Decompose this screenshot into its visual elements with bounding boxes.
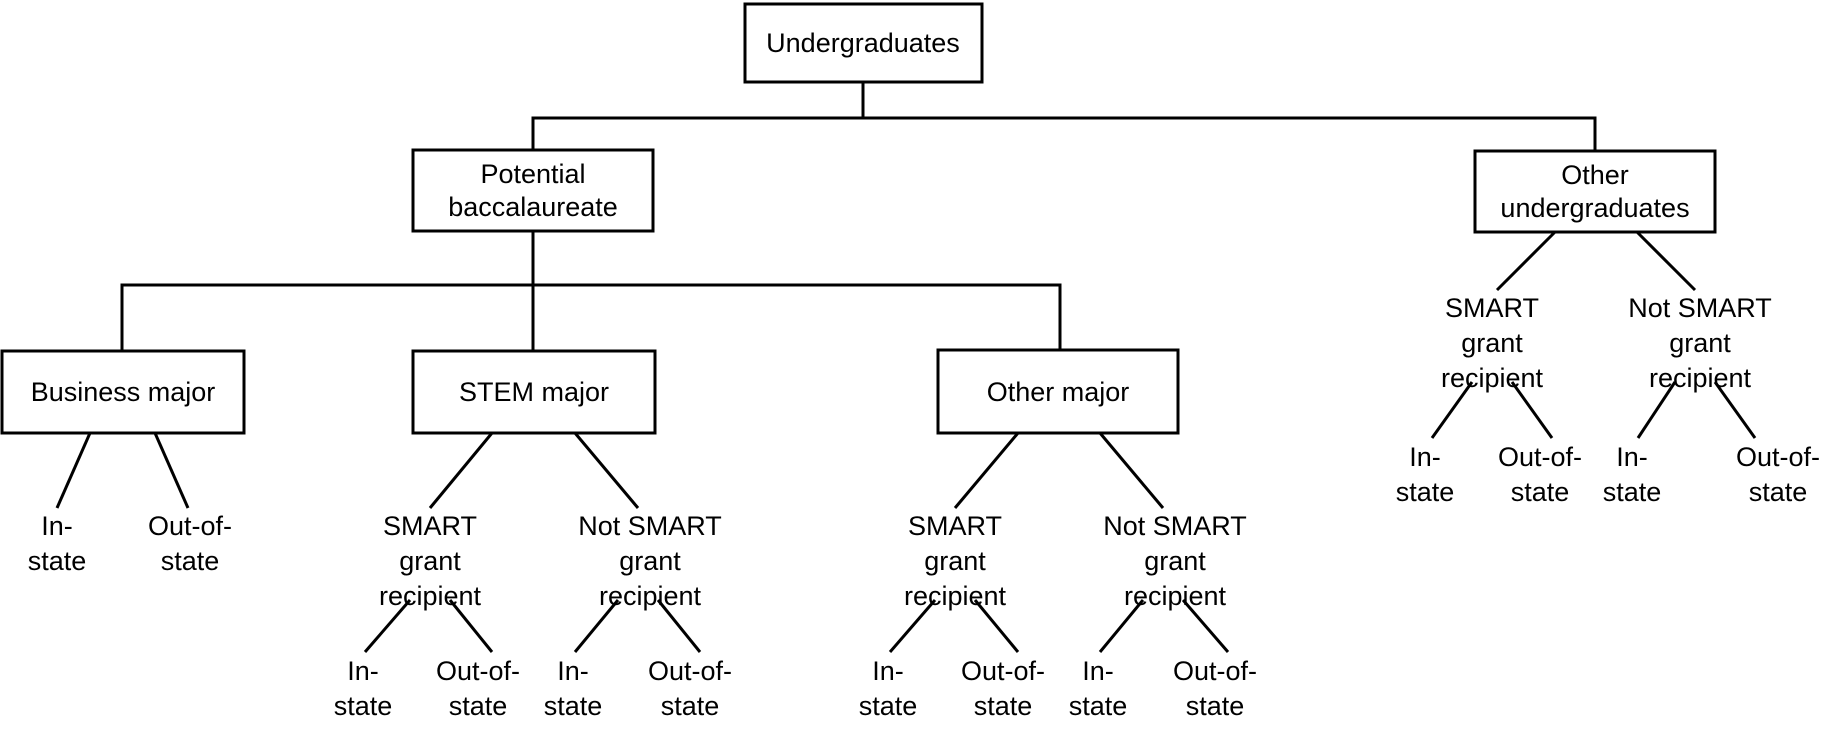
leaf-otherug-smart-in-state-line1: In- (1409, 442, 1441, 472)
leaf-othermajor-smart-in-state-line1: In- (872, 656, 904, 686)
label-stem-smart-line2: grant (399, 546, 461, 576)
node-box-other-undergraduates[interactable] (1473, 149, 1717, 234)
label-otherug-smart-line2: grant (1461, 328, 1523, 358)
leaf-business-in-state-line1: In- (41, 511, 73, 541)
edge-othermajor-to-smart (953, 432, 1020, 509)
label-stem-not-smart-line3: recipient (599, 581, 702, 611)
leaf-otherug-notsmart-out-of-state-line1: Out-of- (1736, 442, 1820, 472)
leaf-otherug-smart-out-of-state-line1: Out-of- (1498, 442, 1582, 472)
label-otherug-smart-line1: SMART (1445, 293, 1539, 323)
leaf-othermajor-smart-out-of-state-line1: Out-of- (961, 656, 1045, 686)
label-potential-baccalaureate-line1: Potential (480, 159, 585, 189)
edge-stem-to-smart (428, 432, 494, 509)
node-box-business-major[interactable] (0, 349, 246, 435)
node-box-undergraduates[interactable] (743, 2, 984, 84)
edge-otherug-notsmart-to-in-state (1636, 381, 1677, 439)
label-stem-not-smart-line1: Not SMART (578, 511, 722, 541)
label-othermajor-smart-line1: SMART (908, 511, 1002, 541)
label-othermajor-not-smart-line3: recipient (1124, 581, 1227, 611)
leaf-othermajor-notsmart-in-state-line1: In- (1082, 656, 1114, 686)
edge-stem-smart-to-in-state (363, 599, 412, 653)
leaf-stem-smart-in-state-line2: state (334, 691, 393, 721)
leaf-otherug-notsmart-in-state-line2: state (1603, 477, 1662, 507)
leaf-business-in-state-line2: state (28, 546, 87, 576)
label-stem-smart-line1: SMART (383, 511, 477, 541)
leaf-othermajor-smart-out-of-state-line2: state (974, 691, 1033, 721)
edge-othermajor-to-not-smart (1098, 432, 1165, 509)
label-otherug-smart-line3: recipient (1441, 363, 1544, 393)
leaf-stem-notsmart-in-state-line1: In- (557, 656, 589, 686)
label-otherug-not-smart-line3: recipient (1649, 363, 1752, 393)
edge-stem-notsmart-to-out-of-state (656, 599, 702, 653)
label-otherug-not-smart-line2: grant (1669, 328, 1731, 358)
label-stem-not-smart-line2: grant (619, 546, 681, 576)
leaf-stem-notsmart-out-of-state-line1: Out-of- (648, 656, 732, 686)
label-othermajor-smart-line3: recipient (904, 581, 1007, 611)
node-box-stem-major[interactable] (411, 349, 657, 435)
label-undergraduates: Undergraduates (766, 28, 960, 58)
edge-otherug-smart-to-out-of-state (1510, 381, 1554, 439)
label-potential-baccalaureate-line2: baccalaureate (448, 192, 618, 222)
label-stem-major: STEM major (459, 377, 609, 407)
edge-othermajor-notsmart-to-in-state (1098, 599, 1145, 653)
node-box-potential-baccalaureate[interactable] (411, 148, 655, 233)
leaf-otherug-smart-out-of-state-line2: state (1511, 477, 1570, 507)
edge-otherug-to-smart (1495, 230, 1557, 292)
leaf-stem-notsmart-out-of-state-line2: state (661, 691, 720, 721)
label-other-undergraduates-line1: Other (1561, 160, 1629, 190)
label-other-undergraduates-line2: undergraduates (1500, 193, 1689, 223)
edge-otherug-to-not-smart (1635, 230, 1697, 292)
label-othermajor-not-smart-line2: grant (1144, 546, 1206, 576)
label-stem-smart-line3: recipient (379, 581, 482, 611)
edge-stem-smart-to-out-of-state (448, 599, 494, 653)
label-other-major: Other major (987, 377, 1130, 407)
leaf-otherug-notsmart-in-state-line1: In- (1616, 442, 1648, 472)
node-box-other-major[interactable] (936, 348, 1180, 435)
edge-stem-notsmart-to-in-state (573, 599, 620, 653)
leaf-stem-smart-out-of-state-line2: state (449, 691, 508, 721)
leaf-othermajor-notsmart-out-of-state-line2: state (1186, 691, 1245, 721)
label-othermajor-not-smart-line1: Not SMART (1103, 511, 1247, 541)
leaf-othermajor-notsmart-in-state-line2: state (1069, 691, 1128, 721)
edge-business-to-out-of-state (153, 432, 190, 509)
edge-otherug-smart-to-in-state (1430, 381, 1474, 439)
label-otherug-not-smart-line1: Not SMART (1628, 293, 1772, 323)
edge-business-to-in-state (55, 432, 92, 509)
edge-otherug-notsmart-to-out-of-state (1713, 381, 1757, 439)
edge-othermajor-smart-to-in-state (888, 599, 937, 653)
label-othermajor-smart-line2: grant (924, 546, 986, 576)
leaf-othermajor-smart-in-state-line2: state (859, 691, 918, 721)
leaf-othermajor-notsmart-out-of-state-line1: Out-of- (1173, 656, 1257, 686)
leaf-stem-smart-in-state-line1: In- (347, 656, 379, 686)
label-business-major: Business major (31, 377, 216, 407)
leaf-otherug-smart-in-state-line2: state (1396, 477, 1455, 507)
edge-stem-to-not-smart (573, 432, 640, 509)
leaf-stem-smart-out-of-state-line1: Out-of- (436, 656, 520, 686)
leaf-otherug-notsmart-out-of-state-line2: state (1749, 477, 1808, 507)
edge-othermajor-notsmart-to-out-of-state (1181, 599, 1230, 653)
edge-othermajor-smart-to-out-of-state (973, 599, 1020, 653)
leaf-stem-notsmart-in-state-line2: state (544, 691, 603, 721)
leaf-business-out-of-state-line2: state (161, 546, 220, 576)
leaf-business-out-of-state-line1: Out-of- (148, 511, 232, 541)
